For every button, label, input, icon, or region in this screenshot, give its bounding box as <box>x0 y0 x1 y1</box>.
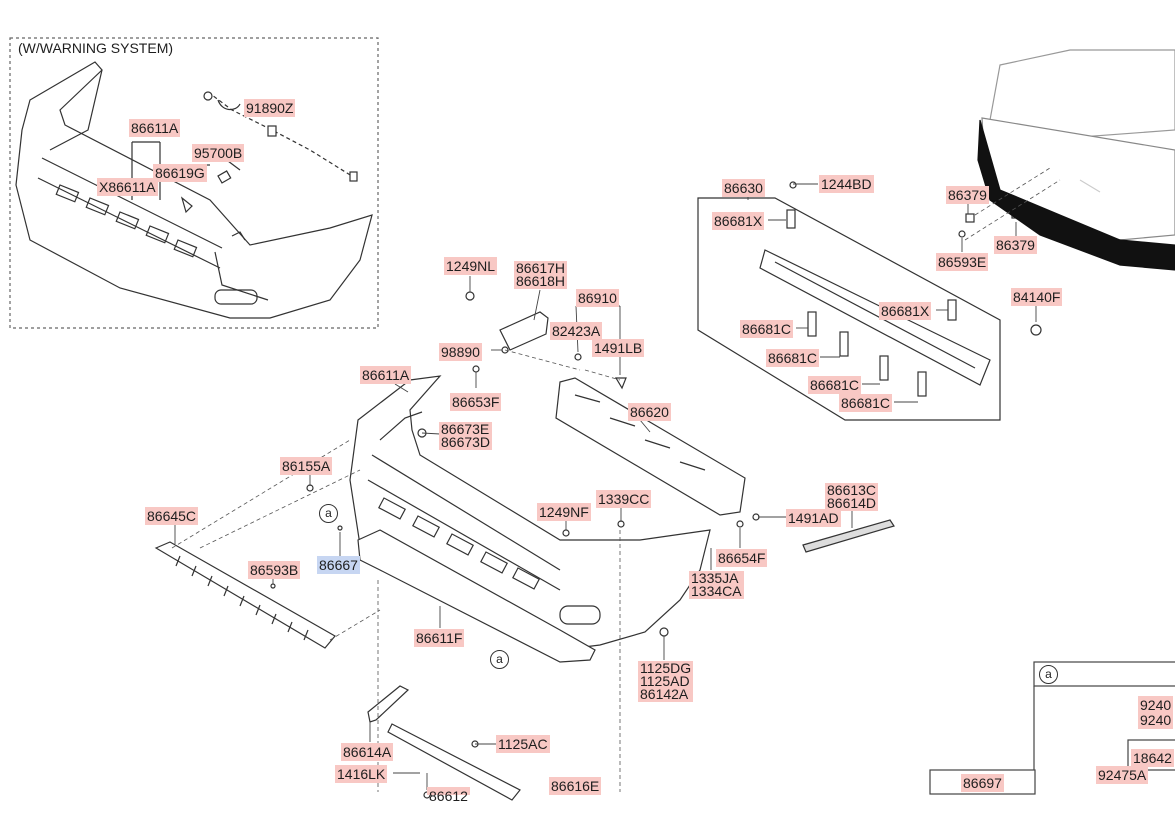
beam-frame <box>697 197 1001 421</box>
callout-1244BD[interactable]: 1244BD <box>819 175 874 193</box>
callout-82423A[interactable]: 82423A <box>550 322 603 340</box>
step-pad <box>154 541 336 649</box>
callout-86697[interactable]: 86697 <box>961 774 1004 792</box>
callout-86667-selected[interactable]: 86667 <box>317 556 360 574</box>
inset-title: (W/WARNING SYSTEM) <box>18 40 174 56</box>
energy-absorber <box>555 377 746 516</box>
callout-95700B[interactable]: 95700B <box>192 144 245 162</box>
beam-brackets <box>786 209 957 397</box>
callout-92475A[interactable]: 92475A <box>1096 766 1149 784</box>
callout-86681C[interactable]: 86681C <box>839 394 893 412</box>
detail-marker-a[interactable]: a <box>319 504 338 523</box>
callout-86379[interactable]: 86379 <box>994 236 1037 254</box>
callout-1339CC[interactable]: 1339CC <box>596 490 652 508</box>
callout-86155A[interactable]: 86155A <box>280 457 333 475</box>
callout-1491LB[interactable]: 1491LB <box>592 339 645 357</box>
callout-86673E-86673D[interactable]: 86673E 86673D <box>439 421 493 450</box>
inset-frame <box>9 37 379 329</box>
callout-86617H-86618H[interactable]: 86617H 86618H <box>514 260 568 289</box>
callout-86910[interactable]: 86910 <box>576 289 619 307</box>
callout-1491AD[interactable]: 1491AD <box>786 509 841 527</box>
callout-86611A-inset[interactable]: 86611A <box>129 119 181 137</box>
callout-98890[interactable]: 98890 <box>439 343 482 361</box>
callout-1335JA-1334CA[interactable]: 1335JA 1334CA <box>689 570 744 599</box>
callout-86593B[interactable]: 86593B <box>248 561 301 579</box>
callout-86619G[interactable]: 86619G <box>153 164 207 182</box>
callout-86681C[interactable]: 86681C <box>808 376 862 394</box>
reflector-strip <box>802 519 895 553</box>
callout-86645C[interactable]: 86645C <box>145 507 199 525</box>
callout-86681X[interactable]: 86681X <box>712 212 765 230</box>
detail-marker-a[interactable]: a <box>1039 665 1058 684</box>
callout-1416LK[interactable]: 1416LK <box>335 765 388 783</box>
callout-86593E[interactable]: 86593E <box>936 253 989 271</box>
skid-plate <box>387 723 521 801</box>
callout-86614A[interactable]: 86614A <box>341 743 394 761</box>
lower-diffuser <box>357 529 596 663</box>
callout-86611F[interactable]: 86611F <box>414 629 465 647</box>
callout-18642[interactable]: 18642 <box>1131 749 1174 767</box>
callout-1249NL[interactable]: 1249NL <box>444 257 498 275</box>
callout-86681C[interactable]: 86681C <box>740 320 794 338</box>
callout-9240x[interactable]: 9240 <box>1138 696 1174 714</box>
side-bracket <box>499 311 549 351</box>
callout-84140F[interactable]: 84140F <box>1011 288 1063 306</box>
callout-86379[interactable]: 86379 <box>946 186 989 204</box>
callout-9240y[interactable]: 9240 <box>1138 711 1174 729</box>
callout-86612[interactable]: 86612 <box>427 787 470 804</box>
callout-1125DG-1125AD-86142A[interactable]: 1125DG 1125AD 86142A <box>638 660 694 702</box>
callout-86630[interactable]: 86630 <box>722 179 765 197</box>
callout-86620[interactable]: 86620 <box>628 403 671 421</box>
construction-lines <box>171 167 1061 792</box>
callout-X86611A[interactable]: X86611A <box>97 178 158 196</box>
inset-bumper-outline <box>15 61 373 319</box>
callout-86653F[interactable]: 86653F <box>450 393 502 411</box>
callout-86681C[interactable]: 86681C <box>766 349 820 367</box>
bumper-beam <box>759 249 991 386</box>
callout-1125AC[interactable]: 1125AC <box>496 735 550 753</box>
callout-86616E[interactable]: 86616E <box>549 777 602 795</box>
callout-86681X[interactable]: 86681X <box>879 302 932 320</box>
callout-86611A[interactable]: 86611A <box>360 366 412 384</box>
callout-1249NF[interactable]: 1249NF <box>537 503 591 521</box>
callout-86654F[interactable]: 86654F <box>716 549 768 567</box>
inset-harness <box>131 91 358 214</box>
callout-91890Z[interactable]: 91890Z <box>244 99 296 117</box>
callout-86613C-86614D[interactable]: 86613C 86614D <box>825 482 879 511</box>
detail-marker-a[interactable]: a <box>490 650 509 669</box>
vehicle-rear <box>977 49 1175 271</box>
lower-bracket <box>367 685 410 723</box>
